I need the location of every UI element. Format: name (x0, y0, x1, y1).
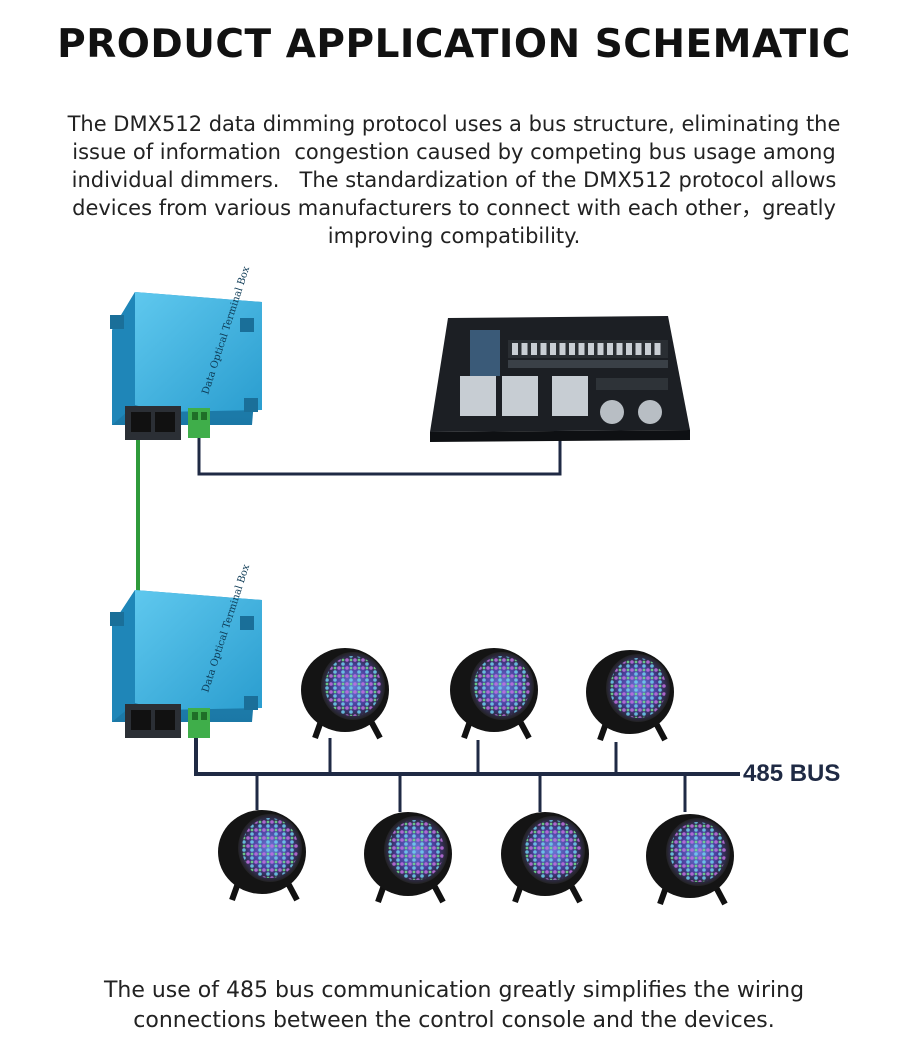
console-fader (626, 343, 632, 355)
intro-line: issue of information congestion caused b… (72, 140, 836, 164)
console-fader (521, 343, 528, 355)
footer-line: connections between the control console … (133, 1008, 775, 1033)
par-light (218, 810, 306, 902)
footer-paragraph: The use of 485 bus communication greatly… (20, 976, 888, 1036)
console-fader (540, 343, 547, 355)
console-fader (654, 343, 661, 355)
optical-transmitter-device: Data Optical Terminal Box (110, 265, 262, 440)
console-fader (635, 343, 642, 355)
dmx-control-console (430, 316, 690, 442)
console-fader (607, 343, 613, 355)
console-fader (559, 343, 566, 355)
footer-line: The use of 485 bus communication greatly… (103, 978, 805, 1003)
par-light (586, 650, 674, 742)
intro-line: improving compatibility. (327, 224, 581, 248)
intro-line: devices from various manufacturers to co… (72, 196, 836, 220)
console-fader (569, 343, 575, 355)
console-fader (588, 343, 594, 355)
console-fader (512, 343, 518, 355)
par-light (364, 812, 452, 904)
console-fader (597, 343, 604, 355)
console-wire (197, 430, 562, 476)
bus-line-485 (194, 734, 740, 776)
page-title: PRODUCT APPLICATION SCHEMATIC (57, 22, 851, 67)
console-fader (616, 343, 623, 355)
par-light (646, 814, 734, 906)
par-light (450, 648, 538, 740)
console-fader (645, 343, 651, 355)
intro-line: individual dimmers. The standardization … (71, 168, 837, 192)
intro-paragraph: The DMX512 data dimming protocol uses a … (40, 110, 868, 250)
optical-receiver-device: Data Optical Terminal Box (110, 563, 262, 738)
par-light (501, 812, 589, 904)
console-fader (531, 343, 537, 355)
console-fader (578, 343, 585, 355)
par-light (301, 648, 389, 740)
bus-label: 485 BUS (743, 760, 841, 787)
intro-line: The DMX512 data dimming protocol uses a … (67, 112, 841, 136)
console-fader (550, 343, 556, 355)
